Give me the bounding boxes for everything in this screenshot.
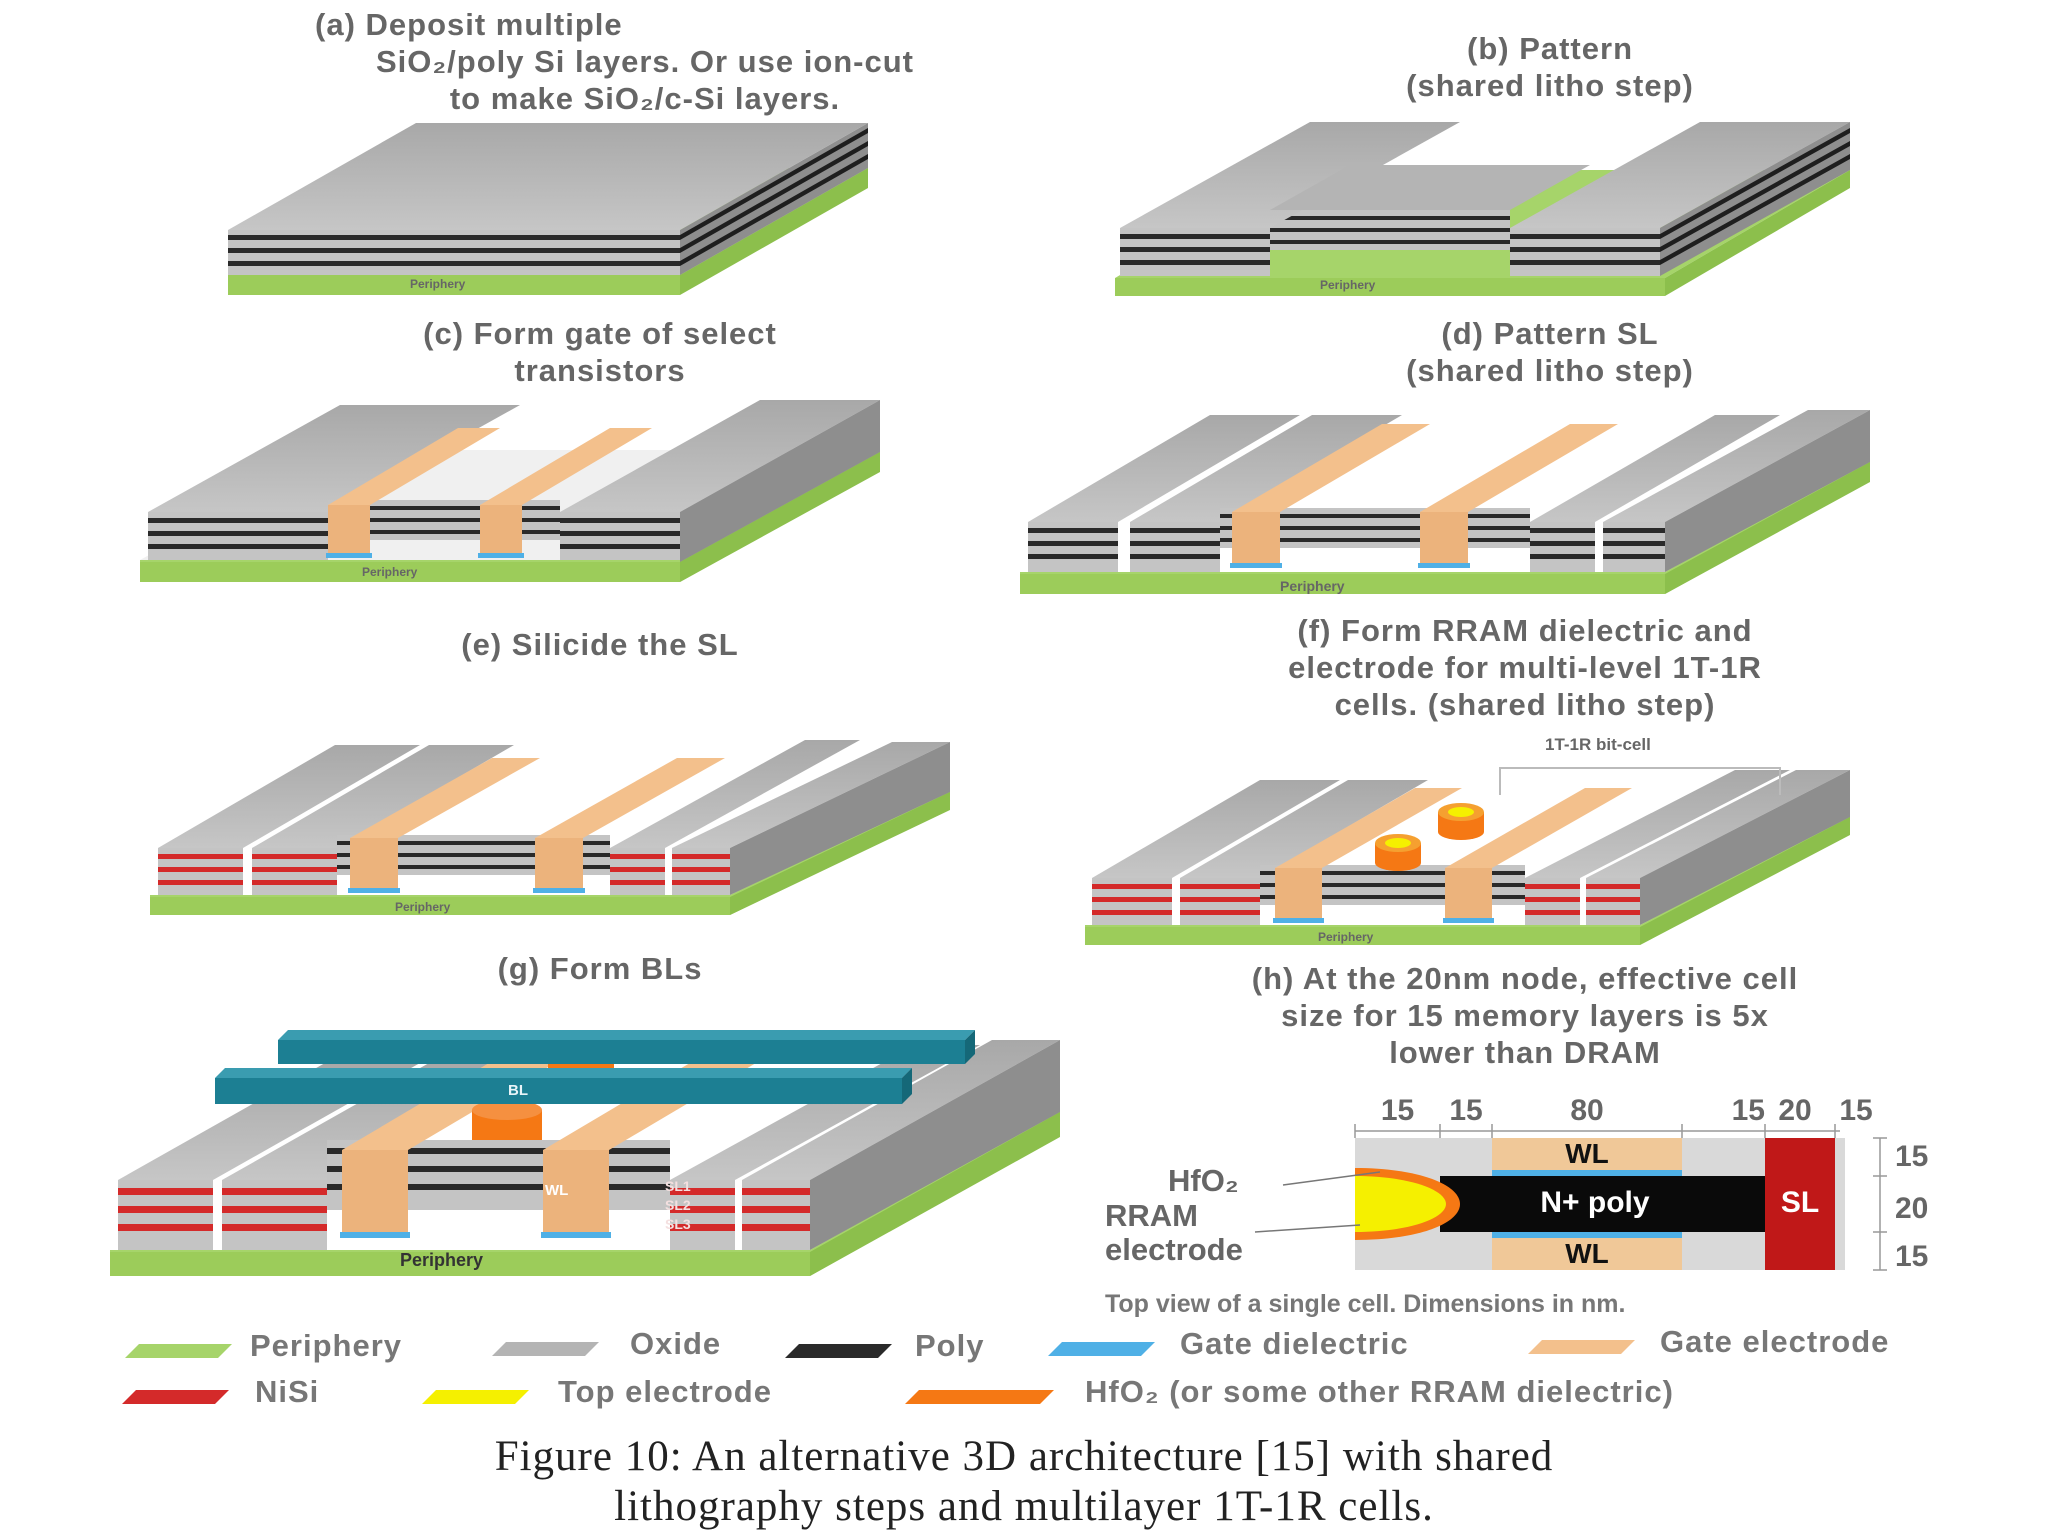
panel-h-dim-top-5: 20	[1778, 1094, 1812, 1127]
legend-swatch-gate-dielectric	[1048, 1342, 1155, 1356]
panel-e-caption-line: (e) Silicide the SL	[461, 627, 739, 662]
panel-h-dim-right-2: 20	[1895, 1192, 1929, 1225]
panel-g-bitlines	[215, 1030, 975, 1104]
legend-label-periphery: Periphery	[250, 1328, 403, 1363]
panel-h-caption-line: (h) At the 20nm node, effective cell	[1251, 961, 1799, 996]
legend-label-poly: Poly	[915, 1328, 985, 1363]
panel-f-stack	[1085, 767, 1850, 945]
legend-label-gate-dielectric: Gate dielectric	[1180, 1326, 1409, 1361]
panel-g-stack	[110, 1030, 1060, 1276]
panel-f-rram-pillars	[1375, 803, 1484, 871]
figure-caption-line: Figure 10: An alternative 3D architectur…	[494, 1433, 1554, 1480]
panel-h-dim-right-3: 15	[1895, 1240, 1929, 1273]
panel-g-caption-line: (g) Form BLs	[497, 951, 703, 986]
panel-a-periphery-label: Periphery	[410, 277, 466, 291]
panel-a-caption-line: (a) Deposit multiple	[315, 7, 623, 42]
legend-swatches	[122, 1340, 1635, 1404]
panel-b-caption-line: (b) Pattern	[1467, 31, 1633, 66]
panel-h-dim-right-1: 15	[1895, 1140, 1929, 1173]
panel-h-electrode-label: electrode	[1105, 1232, 1243, 1267]
panel-h-caption-line: lower than DRAM	[1389, 1035, 1661, 1070]
panel-h-dim-top-2: 15	[1449, 1094, 1483, 1127]
panel-f-caption-line: cells. (shared litho step)	[1334, 687, 1716, 722]
panel-c-periphery-label: Periphery	[362, 565, 418, 579]
panel-h-dim-top-3: 80	[1570, 1094, 1604, 1127]
panel-d-stack	[1020, 410, 1870, 594]
panel-f-nisi-strips	[1092, 770, 1850, 925]
panel-c-caption: (c) Form gate of select transistors	[150, 315, 1050, 389]
panel-b-caption-line: (shared litho step)	[1406, 68, 1694, 103]
panel-e-nisi-strips	[158, 740, 950, 895]
legend-swatch-hfo2	[905, 1390, 1054, 1404]
panel-e-periphery-label: Periphery	[395, 900, 451, 914]
panel-b-caption: (b) Pattern (shared litho step)	[1150, 30, 1950, 104]
legend-swatch-oxide	[492, 1342, 599, 1356]
panel-e-stack	[150, 740, 950, 915]
legend-swatch-nisi	[122, 1390, 229, 1404]
panel-d-caption-line: (d) Pattern SL	[1441, 316, 1659, 351]
panel-f-periphery-label: Periphery	[1318, 930, 1374, 944]
legend-label-oxide: Oxide	[630, 1326, 722, 1361]
legend-label-nisi: NiSi	[255, 1374, 320, 1409]
panel-f-bitcell-label: 1T-1R bit-cell	[1545, 735, 1651, 754]
panel-h-wl-top-label: WL	[1565, 1138, 1609, 1169]
legend-swatch-top-electrode	[422, 1390, 529, 1404]
panel-c-caption-line: (c) Form gate of select	[423, 316, 777, 351]
panel-g-sl1-label: SL1	[665, 1178, 691, 1194]
figure-caption-line: lithography steps and multilayer 1T-1R c…	[614, 1483, 1434, 1530]
panel-h-caption: (h) At the 20nm node, effective cell siz…	[1050, 960, 2000, 1071]
panel-a-caption-line: to make SiO₂/c-Si layers.	[449, 81, 841, 116]
panel-h-npoly-label: N+ poly	[1540, 1186, 1650, 1219]
legend-label-gate-electrode: Gate electrode	[1660, 1324, 1890, 1359]
legend-label-hfo2: HfO₂ (or some other RRAM dielectric)	[1085, 1374, 1674, 1409]
panel-f-caption-line: electrode for multi-level 1T-1R	[1288, 650, 1762, 685]
legend-swatch-periphery	[125, 1344, 232, 1358]
panel-d-caption-line: (shared litho step)	[1406, 353, 1694, 388]
legend-label-top-electrode: Top electrode	[558, 1374, 772, 1409]
panel-a-caption-line: SiO₂/poly Si layers. Or use ion-cut	[375, 44, 915, 79]
panel-h-caption-line: size for 15 memory layers is 5x	[1281, 998, 1769, 1033]
panel-h-dim-top-1: 15	[1380, 1094, 1415, 1127]
panel-g-sl3-label: SL3	[665, 1216, 691, 1232]
panel-a-layers	[228, 123, 868, 275]
panel-g-bl-label: BL	[508, 1082, 528, 1099]
panel-c-caption-line: transistors	[514, 353, 686, 388]
panel-a-caption: (a) Deposit multiple SiO₂/poly Si layers…	[170, 6, 1120, 117]
panel-c-stack	[140, 400, 880, 582]
panel-h-wl-bottom-label: WL	[1565, 1238, 1609, 1269]
panel-e-caption: (e) Silicide the SL	[150, 626, 1050, 663]
panel-d-sl-strips	[1028, 410, 1870, 572]
legend-swatch-gate-electrode	[1528, 1340, 1635, 1354]
panel-h-dim-top-4: 15	[1731, 1094, 1765, 1127]
panel-h-note: Top view of a single cell. Dimensions in…	[1105, 1290, 1626, 1318]
panel-f-caption: (f) Form RRAM dielectric and electrode f…	[1050, 612, 2000, 723]
panel-h-cell-topview	[1254, 1124, 1887, 1271]
panel-h-dim-top-6: 15	[1839, 1094, 1873, 1127]
panel-g-periphery-label: Periphery	[400, 1250, 484, 1270]
figure-caption: Figure 10: An alternative 3D architectur…	[0, 1432, 2048, 1532]
legend-swatch-poly	[785, 1344, 892, 1358]
panel-f-caption-line: (f) Form RRAM dielectric and	[1297, 613, 1753, 648]
panel-h-hfo2-label: HfO₂	[1168, 1163, 1239, 1198]
panel-g-sl2-label: SL2	[665, 1197, 691, 1213]
panel-b-stack	[1115, 122, 1850, 296]
panel-g-wl-label: WL	[545, 1182, 569, 1199]
panel-h-sl-label: SL	[1780, 1186, 1820, 1219]
panel-a-stack	[228, 123, 868, 295]
panel-d-periphery-label: Periphery	[1280, 578, 1345, 594]
panel-g-caption: (g) Form BLs	[150, 950, 1050, 987]
panel-h-rram-label: RRAM	[1105, 1198, 1198, 1233]
panel-d-caption: (d) Pattern SL (shared litho step)	[1150, 315, 1950, 389]
panel-b-periphery-label: Periphery	[1320, 278, 1376, 292]
